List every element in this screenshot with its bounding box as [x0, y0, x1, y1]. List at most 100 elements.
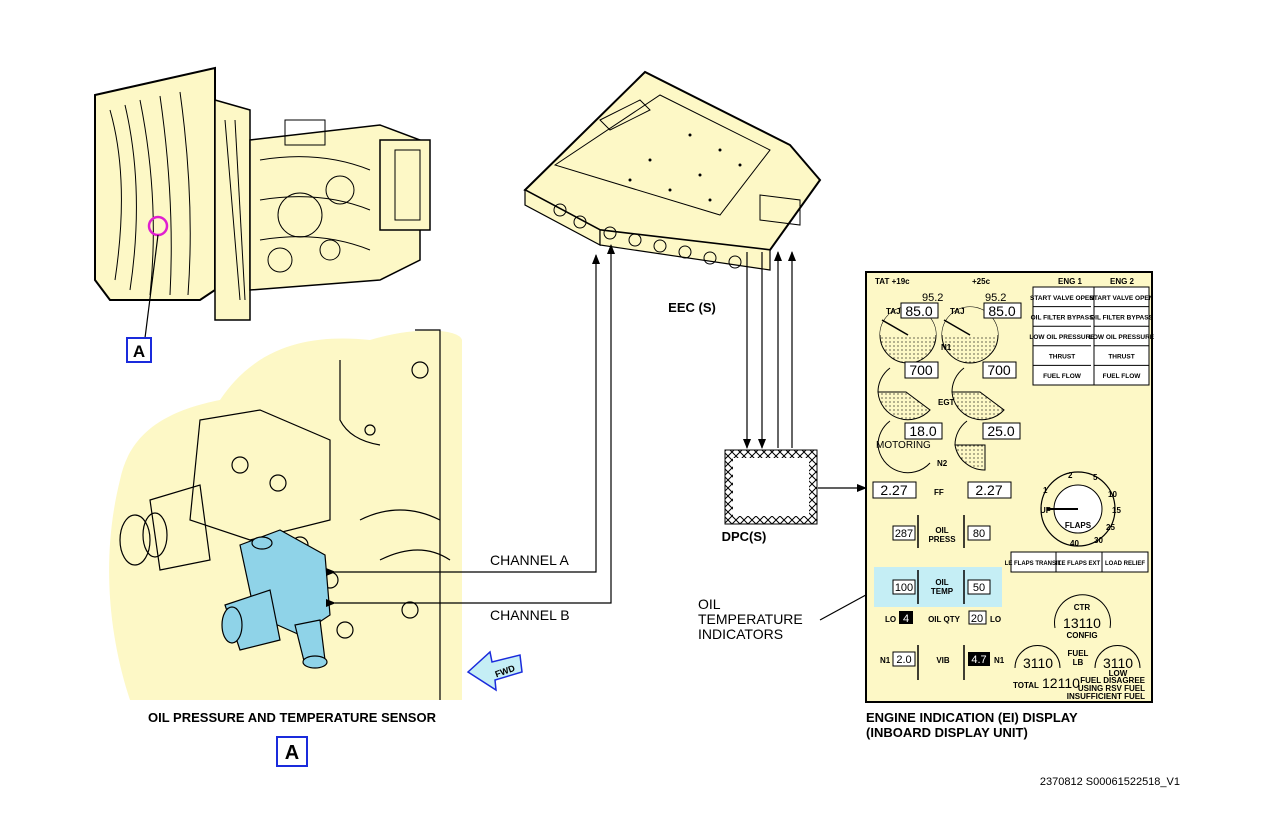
- channel-b-label: CHANNEL B: [490, 607, 570, 623]
- fuel-label: FUEL: [1068, 649, 1089, 658]
- fuel-msg-insufficient: INSUFFICIENT FUEL: [1067, 692, 1145, 701]
- sensor-detail-illustration: FWD: [109, 329, 523, 700]
- fuel-msg-disagree: FUEL DISAGREE: [1080, 676, 1145, 685]
- ff-value-left: 2.27: [880, 482, 907, 498]
- flaps-mark-15: 15: [1112, 506, 1121, 515]
- alert-eng1-1: OIL FILTER BYPASS: [1031, 314, 1095, 321]
- alert-eng1-3: THRUST: [1049, 354, 1075, 361]
- ff-value-right: 2.27: [975, 482, 1002, 498]
- n1-ref-right: 95.2: [985, 292, 1006, 304]
- detail-a-callout-top[interactable]: A: [126, 337, 152, 363]
- flaps-mark-up: UP: [1040, 506, 1052, 515]
- flaps-mark-5: 5: [1093, 473, 1098, 482]
- engine-overview-illustration: [94, 66, 431, 339]
- fuel-low-label: LOW: [1109, 669, 1128, 678]
- flaps-mark-40: 40: [1070, 539, 1079, 548]
- oil-temp-indicators-label-line3: INDICATORS: [698, 626, 783, 642]
- alert-eng1-0: START VALVE OPEN: [1030, 295, 1094, 302]
- oil-pressure-temperature-sensor: [221, 529, 331, 669]
- alert-rows: START VALVE OPEN OIL FILTER BYPASS LOW OIL…: [1029, 295, 1154, 380]
- dpc-label: DPC(S): [722, 529, 767, 544]
- oil-qty-label: OIL QTY: [928, 615, 961, 624]
- oil-press-gauge: 287 OIL PRESS 80: [892, 515, 991, 548]
- n2-label: N2: [937, 459, 948, 468]
- tat-readout: TAT +19c: [875, 277, 910, 286]
- n1-value-right: 85.0: [988, 303, 1015, 319]
- oil-temp-value-right: 50: [973, 582, 985, 594]
- eng2-header: ENG 2: [1110, 277, 1135, 286]
- oil-temp-label-1: OIL: [935, 578, 948, 587]
- oil-temp-indicators-label-line2: TEMPERATURE: [698, 611, 803, 627]
- vib-value-left: 2.0: [896, 654, 911, 666]
- fuel-total-label: TOTAL: [1013, 681, 1039, 690]
- egt-gauge-right: [951, 367, 1005, 421]
- fuel-ctr-label: CTR: [1074, 603, 1091, 612]
- detail-a-label-top: A: [133, 342, 145, 361]
- fuel-total-value: 12110: [1042, 675, 1080, 691]
- alert-eng2-4: FUEL FLOW: [1103, 373, 1142, 380]
- tat-readout-2: +25c: [972, 277, 991, 286]
- motoring-label: MOTORING: [876, 440, 931, 451]
- fwd-arrow-icon: FWD: [466, 650, 523, 692]
- n1-value-left: 85.0: [905, 303, 932, 319]
- oil-temp-value-left: 100: [895, 582, 913, 594]
- oil-press-value-right: 80: [973, 528, 985, 540]
- oil-qty-lo-left: LO: [885, 615, 896, 624]
- oil-press-label-2: PRESS: [928, 535, 956, 544]
- eng1-header: ENG 1: [1058, 277, 1083, 286]
- figure-reference: 2370812 S00061522518_V1: [1040, 776, 1180, 788]
- fuel-left-value: 3110: [1023, 655, 1053, 671]
- flaps-mark-25: 25: [1106, 523, 1115, 532]
- channel-a-label: CHANNEL A: [490, 552, 570, 568]
- n2-value-right: 25.0: [987, 423, 1014, 439]
- n1-label: N1: [941, 343, 952, 352]
- dpc-box: [724, 449, 818, 525]
- detail-a-callout-bottom[interactable]: A: [276, 736, 308, 767]
- n1-gauge-right: [941, 306, 999, 364]
- flaps-mark-2: 2: [1068, 471, 1073, 480]
- alert-eng2-3: THRUST: [1108, 354, 1134, 361]
- fuel-lb-label: LB: [1073, 658, 1084, 667]
- ei-title-line2: (INBOARD DISPLAY UNIT): [866, 725, 1028, 740]
- alert-eng2-0: START VALVE OPEN: [1090, 295, 1154, 302]
- flaps-mark-1: 1: [1043, 486, 1048, 495]
- n2-gauge-left: [877, 420, 931, 474]
- oil-temp-gauge: 100 OIL TEMP 50: [874, 567, 1002, 607]
- sensor-title: OIL PRESSURE AND TEMPERATURE SENSOR: [148, 710, 437, 725]
- detail-a-label-bottom: A: [285, 742, 299, 764]
- connection-lines: [326, 244, 876, 621]
- egt-gauge-left: [877, 367, 931, 421]
- egt-label: EGT: [938, 398, 955, 407]
- oil-temp-label-2: TEMP: [931, 587, 954, 596]
- eec-label: EEC (S): [668, 300, 716, 315]
- flap-status-2: LOAD RELIEF: [1105, 561, 1145, 567]
- vib-n1-right: N1: [994, 656, 1005, 665]
- alert-eng1-2: LOW OIL PRESSURE: [1029, 334, 1095, 341]
- flaps-mark-30: 30: [1094, 536, 1103, 545]
- alert-eng2-1: OIL FILTER BYPASS: [1090, 314, 1154, 321]
- fuel-msg-rsv: USING RSV FUEL: [1078, 684, 1145, 693]
- ei-title-line1: ENGINE INDICATION (EI) DISPLAY: [866, 710, 1078, 725]
- egt-value-left: 700: [909, 362, 933, 378]
- alert-eng2-2: LOW OIL PRESSURE: [1089, 334, 1155, 341]
- fuel-gauges: [1014, 594, 1141, 669]
- taj-right: TAJ: [950, 307, 965, 316]
- eec-illustration: [523, 70, 822, 271]
- fuel-config-label: CONFIG: [1066, 631, 1097, 640]
- egt-value-right: 700: [987, 362, 1011, 378]
- n1-ref-left: 95.2: [922, 292, 943, 304]
- flap-status-0: LE FLAPS TRANSIT: [1005, 561, 1062, 567]
- oil-qty-lo-right: LO: [990, 615, 1001, 624]
- fuel-right-value: 3110: [1103, 655, 1133, 671]
- n2-gauge-right: [954, 420, 986, 471]
- vib-value-right: 4.7: [971, 654, 986, 666]
- vib-n1-left: N1: [880, 656, 891, 665]
- flaps-label: FLAPS: [1065, 521, 1092, 530]
- oil-qty-value-left: 4: [903, 613, 909, 625]
- eng2-alert-table: [1093, 286, 1150, 386]
- alert-eng1-4: FUEL FLOW: [1043, 373, 1082, 380]
- n2-value-left: 18.0: [909, 423, 936, 439]
- taj-left: TAJ: [886, 307, 901, 316]
